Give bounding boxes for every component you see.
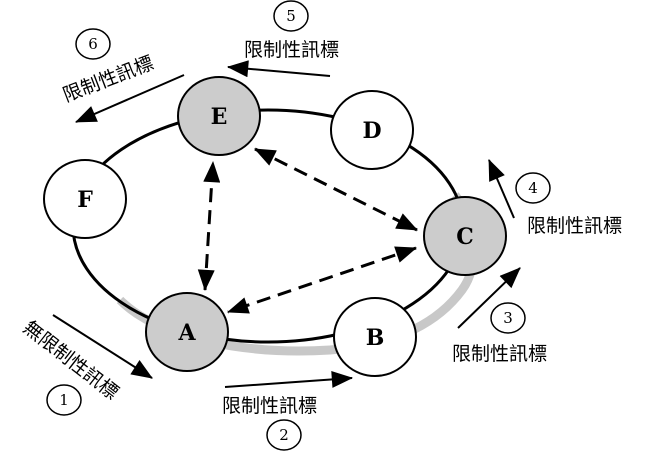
step-4-badge: 4 bbox=[515, 172, 551, 204]
step-1-badge: 1 bbox=[46, 384, 82, 416]
link-a-e bbox=[197, 160, 221, 292]
step-5-label: 限制性訊標 bbox=[244, 39, 339, 61]
node-e-label: E bbox=[211, 104, 228, 130]
step-1-number: 1 bbox=[59, 391, 69, 409]
node-d: D bbox=[330, 90, 414, 170]
step-1-arrow bbox=[52, 314, 153, 379]
step-2-label: 限制性訊標 bbox=[222, 395, 317, 417]
step-5-number: 5 bbox=[286, 7, 296, 25]
link-e-c bbox=[254, 147, 418, 232]
step-3-number: 3 bbox=[503, 309, 513, 327]
step-3-badge: 3 bbox=[490, 302, 526, 334]
node-b-circle bbox=[333, 297, 417, 377]
step-3-label: 限制性訊標 bbox=[452, 343, 547, 365]
step-6-label: 限制性訊標 bbox=[60, 52, 157, 107]
step-6-badge: 6 bbox=[75, 28, 111, 60]
node-b: B bbox=[333, 297, 417, 377]
node-f: F bbox=[43, 159, 127, 239]
node-a-label: A bbox=[177, 320, 196, 346]
node-c-label: C bbox=[456, 224, 474, 250]
node-a-circle bbox=[145, 292, 229, 372]
step-6-number: 6 bbox=[88, 35, 98, 53]
step-5-arrow bbox=[226, 60, 331, 78]
step-5-badge: 5 bbox=[273, 0, 309, 32]
node-b-label: B bbox=[366, 325, 385, 351]
step-4-label: 限制性訊標 bbox=[527, 215, 622, 237]
step-2-arrow bbox=[224, 370, 354, 388]
node-c: C bbox=[423, 196, 507, 276]
node-d-circle bbox=[330, 90, 414, 170]
node-c-circle bbox=[423, 196, 507, 276]
step-3-arrow bbox=[457, 267, 521, 329]
node-f-label: F bbox=[77, 187, 93, 213]
node-f-circle bbox=[43, 159, 127, 239]
node-e-circle bbox=[177, 76, 261, 156]
step-4-arrow bbox=[488, 159, 515, 219]
step-6-arrow bbox=[75, 74, 185, 123]
node-a: A bbox=[145, 292, 229, 372]
node-d-label: D bbox=[362, 118, 381, 144]
link-c-a bbox=[226, 246, 418, 314]
step-4-number: 4 bbox=[528, 179, 538, 197]
node-e: E bbox=[177, 76, 261, 156]
step-2-badge: 2 bbox=[266, 419, 302, 451]
step-2-number: 2 bbox=[279, 426, 289, 444]
